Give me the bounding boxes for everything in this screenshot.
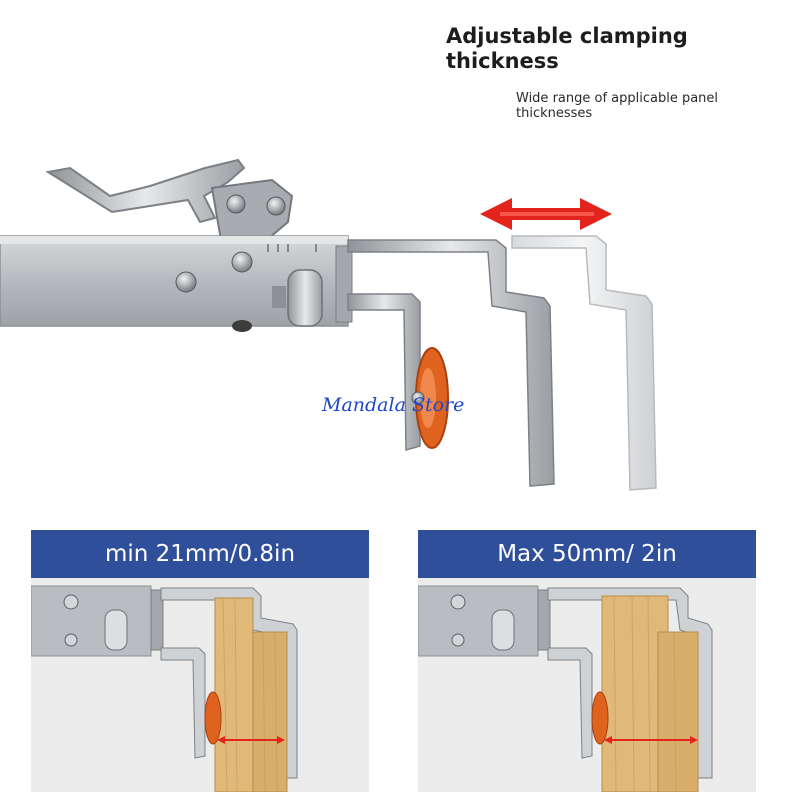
roller-wheel-icon <box>204 691 222 745</box>
screw-icon <box>175 271 197 293</box>
movable-jaw-ghost <box>511 235 657 491</box>
max-clamp-illustration <box>418 578 756 792</box>
adjustment-knob <box>491 609 515 651</box>
screw-icon <box>226 194 246 214</box>
screw-icon <box>451 633 465 647</box>
subheadline: Wide range of applicable panel thickness… <box>516 91 719 121</box>
fixed-bracket <box>547 647 593 759</box>
watermark-text: Mandala Store <box>322 394 465 416</box>
wood-board <box>657 631 699 792</box>
headline: Adjustable clamping thickness <box>446 24 688 73</box>
clamp-lever-icon <box>45 158 246 224</box>
wood-board <box>214 597 254 792</box>
thickness-scale <box>267 244 317 252</box>
screw-icon <box>266 196 286 216</box>
wood-board <box>252 631 288 792</box>
movable-jaw <box>347 239 555 487</box>
panel-title-max: Max 50mm/ 2in <box>418 530 756 578</box>
min-thickness-panel: min 21mm/0.8in <box>31 530 369 792</box>
screw-icon <box>64 633 78 647</box>
fixed-bracket <box>347 293 421 451</box>
wood-board <box>601 595 669 792</box>
double-arrow-icon <box>480 198 612 230</box>
movable-jaw <box>547 587 713 779</box>
adjustment-knob <box>104 609 128 651</box>
screw-icon <box>63 594 79 610</box>
adjustment-knob <box>287 269 323 327</box>
fixed-bracket <box>160 647 206 759</box>
screw-icon <box>450 594 466 610</box>
hero-clamp-illustration <box>0 158 657 491</box>
panel-title-min: min 21mm/0.8in <box>31 530 369 578</box>
screw-icon <box>231 251 253 273</box>
max-thickness-panel: Max 50mm/ 2in <box>418 530 756 792</box>
min-clamp-illustration <box>31 578 369 792</box>
roller-wheel-icon <box>591 691 609 745</box>
